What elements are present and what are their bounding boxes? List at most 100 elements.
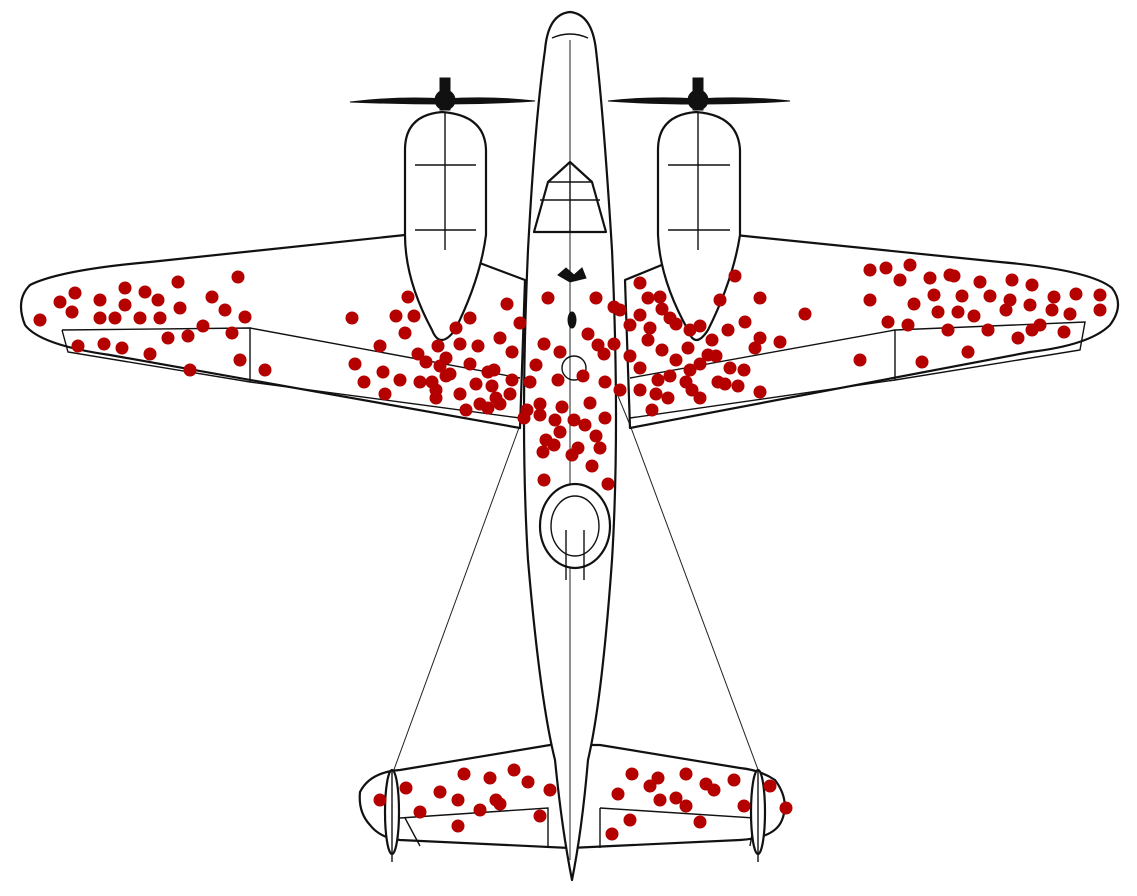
bullet-hit-left-wing bbox=[181, 329, 195, 343]
bullet-hit-right-wing bbox=[1045, 303, 1059, 317]
bullet-hit-tail bbox=[737, 799, 751, 813]
bullet-hit-left-wing bbox=[493, 397, 507, 411]
bullet-hit-right-wing bbox=[1011, 331, 1025, 345]
bullet-hit-left-wing bbox=[401, 290, 415, 304]
bullet-hit-right-wing bbox=[941, 323, 955, 337]
bullet-hit-right-wing bbox=[1063, 307, 1077, 321]
bullet-hit-left-wing bbox=[471, 339, 485, 353]
bullet-hit-right-wing bbox=[1093, 303, 1107, 317]
bullet-hit-right-wing bbox=[607, 337, 621, 351]
bullet-hit-right-wing bbox=[915, 355, 929, 369]
bullet-hit-tail bbox=[483, 771, 497, 785]
bullet-hit-right-wing bbox=[705, 333, 719, 347]
bullet-hit-right-wing bbox=[693, 391, 707, 405]
bullet-hit-center-fuselage bbox=[551, 373, 565, 387]
bullet-hit-left-wing bbox=[431, 339, 445, 353]
bullet-hit-right-wing bbox=[669, 353, 683, 367]
bullet-hit-tail bbox=[451, 819, 465, 833]
bullet-hit-left-wing bbox=[258, 363, 272, 377]
bullet-hit-tail bbox=[543, 783, 557, 797]
bullet-hit-right-wing bbox=[737, 363, 751, 377]
bullet-hit-center-fuselage bbox=[541, 291, 555, 305]
bullet-hit-right-wing bbox=[881, 315, 895, 329]
bullet-hit-left-wing bbox=[393, 373, 407, 387]
bullet-hit-center-fuselage bbox=[537, 337, 551, 351]
bullet-hit-left-wing bbox=[171, 275, 185, 289]
bullet-hit-left-wing bbox=[115, 341, 129, 355]
bullet-hit-right-wing bbox=[863, 263, 877, 277]
hatch bbox=[561, 355, 587, 381]
bullet-hit-right-wing bbox=[655, 302, 669, 316]
bullet-hit-left-wing bbox=[485, 379, 499, 393]
bullet-hit-right-wing bbox=[981, 323, 995, 337]
left-engine-nacelle bbox=[403, 77, 488, 342]
bullet-hit-center-fuselage bbox=[598, 375, 612, 389]
bullet-hit-left-wing bbox=[238, 310, 252, 324]
bullet-hit-left-wing bbox=[373, 339, 387, 353]
bullet-hit-left-wing bbox=[33, 313, 47, 327]
bullet-hit-right-wing bbox=[633, 361, 647, 375]
bullet-hit-right-wing bbox=[927, 288, 941, 302]
bullet-hit-left-wing bbox=[133, 311, 147, 325]
bullet-hit-left-wing bbox=[411, 347, 425, 361]
bullet-hit-left-wing bbox=[413, 375, 427, 389]
bullet-hit-left-wing bbox=[233, 353, 247, 367]
bullet-hit-right-wing bbox=[613, 303, 627, 317]
bullet-hit-right-wing bbox=[655, 343, 669, 357]
bullet-hit-right-wing bbox=[731, 379, 745, 393]
bullet-hit-center-fuselage bbox=[547, 438, 561, 452]
bullet-hit-tail bbox=[373, 793, 387, 807]
bullet-hit-right-wing bbox=[773, 335, 787, 349]
bullet-hit-right-wing bbox=[951, 305, 965, 319]
left-elevator bbox=[399, 807, 549, 848]
bullet-hit-left-wing bbox=[118, 281, 132, 295]
bullet-hit-right-wing bbox=[713, 293, 727, 307]
bullet-hit-left-wing bbox=[205, 290, 219, 304]
bullet-hit-left-wing bbox=[143, 347, 157, 361]
bullet-hit-right-wing bbox=[643, 321, 657, 335]
bullet-hit-tail bbox=[623, 813, 637, 827]
bullet-hit-left-wing bbox=[183, 363, 197, 377]
bullet-hit-right-wing bbox=[967, 309, 981, 323]
bullet-hit-right-wing bbox=[923, 271, 937, 285]
bullet-hit-left-wing bbox=[500, 297, 514, 311]
bullet-hit-tail bbox=[473, 803, 487, 817]
gun-turret bbox=[538, 482, 612, 580]
bullet-hit-right-wing bbox=[947, 269, 961, 283]
bullet-hit-left-wing bbox=[196, 319, 210, 333]
bullet-hit-right-wing bbox=[651, 373, 665, 387]
bullet-hit-tail bbox=[651, 771, 665, 785]
bullet-hit-left-wing bbox=[53, 295, 67, 309]
bullet-hit-tail bbox=[533, 809, 547, 823]
bullet-hit-right-wing bbox=[853, 353, 867, 367]
bullet-hit-right-wing bbox=[903, 258, 917, 272]
bullet-hit-center-fuselage bbox=[576, 369, 590, 383]
bullet-hit-center-fuselage bbox=[598, 411, 612, 425]
bullet-hit-center-fuselage bbox=[529, 358, 543, 372]
bullet-hit-right-wing bbox=[1057, 325, 1071, 339]
bullet-hit-tail bbox=[643, 779, 657, 793]
bullet-hit-tail bbox=[457, 767, 471, 781]
bullet-hit-center-fuselage bbox=[583, 396, 597, 410]
bullet-hit-right-wing bbox=[645, 403, 659, 417]
bullet-hit-right-wing bbox=[879, 261, 893, 275]
bullet-hit-left-wing bbox=[398, 326, 412, 340]
right-aileron bbox=[894, 321, 1086, 381]
bullet-hit-right-wing bbox=[728, 269, 742, 283]
bullet-hit-left-wing bbox=[108, 311, 122, 325]
bullet-hits bbox=[33, 258, 1107, 841]
bullet-hit-right-wing bbox=[1047, 290, 1061, 304]
cockpit-canopy bbox=[532, 160, 608, 234]
bullet-hit-tail bbox=[727, 773, 741, 787]
bullet-hit-left-wing bbox=[218, 303, 232, 317]
bullet-hit-tail bbox=[507, 763, 521, 777]
bullet-hit-left-wing bbox=[173, 301, 187, 315]
bullet-hit-center-fuselage bbox=[548, 413, 562, 427]
bullet-hit-right-wing bbox=[753, 385, 767, 399]
bullet-hit-left-wing bbox=[469, 377, 483, 391]
bullet-hit-center-fuselage bbox=[523, 375, 537, 389]
bullet-hit-left-wing bbox=[505, 373, 519, 387]
bullet-hit-left-wing bbox=[449, 321, 463, 335]
bullet-hit-left-wing bbox=[93, 311, 107, 325]
bullet-hit-right-wing bbox=[633, 308, 647, 322]
